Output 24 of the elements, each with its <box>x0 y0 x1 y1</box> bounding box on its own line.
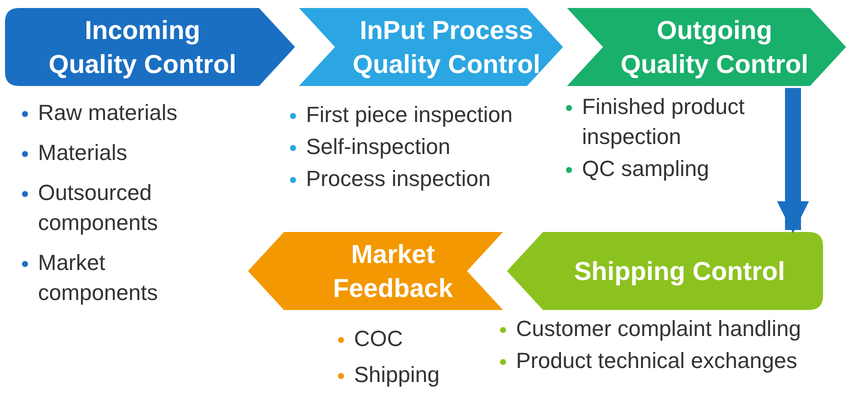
stage-title: Outgoing Quality Control <box>620 14 810 81</box>
list-item-text: Customer complaint handling <box>516 315 801 343</box>
list-item-text: Process inspection <box>306 165 491 193</box>
chevron-shape <box>299 8 563 86</box>
list-item-text: COC <box>354 325 403 353</box>
down-arrow <box>777 88 809 234</box>
stage-title: Incoming Quality Control <box>48 14 238 81</box>
list-item-text: Self-inspection <box>306 133 450 161</box>
stage-title: Market Feedback <box>332 238 454 305</box>
chevron-shape <box>5 8 295 86</box>
list-item-text: Shipping <box>354 361 440 389</box>
list-item-text: Product technical exchanges <box>516 347 798 375</box>
stage-title: InPut Process Quality Control <box>352 14 542 81</box>
list-item-text: First piece inspection <box>306 101 513 129</box>
list-item-text: Market components <box>38 249 159 307</box>
chevron-shape <box>567 8 846 86</box>
list-item-text: QC sampling <box>582 155 710 183</box>
chevron-shape <box>248 232 503 310</box>
list-item-text: Materials <box>38 139 128 167</box>
list-item-text: Raw materials <box>38 99 178 127</box>
chevron-shape <box>507 232 823 310</box>
list-item-text: Finished product inspection <box>582 93 746 151</box>
stage-title: Shipping Control <box>574 255 785 288</box>
list-item-text: Outsourced components <box>38 179 159 237</box>
